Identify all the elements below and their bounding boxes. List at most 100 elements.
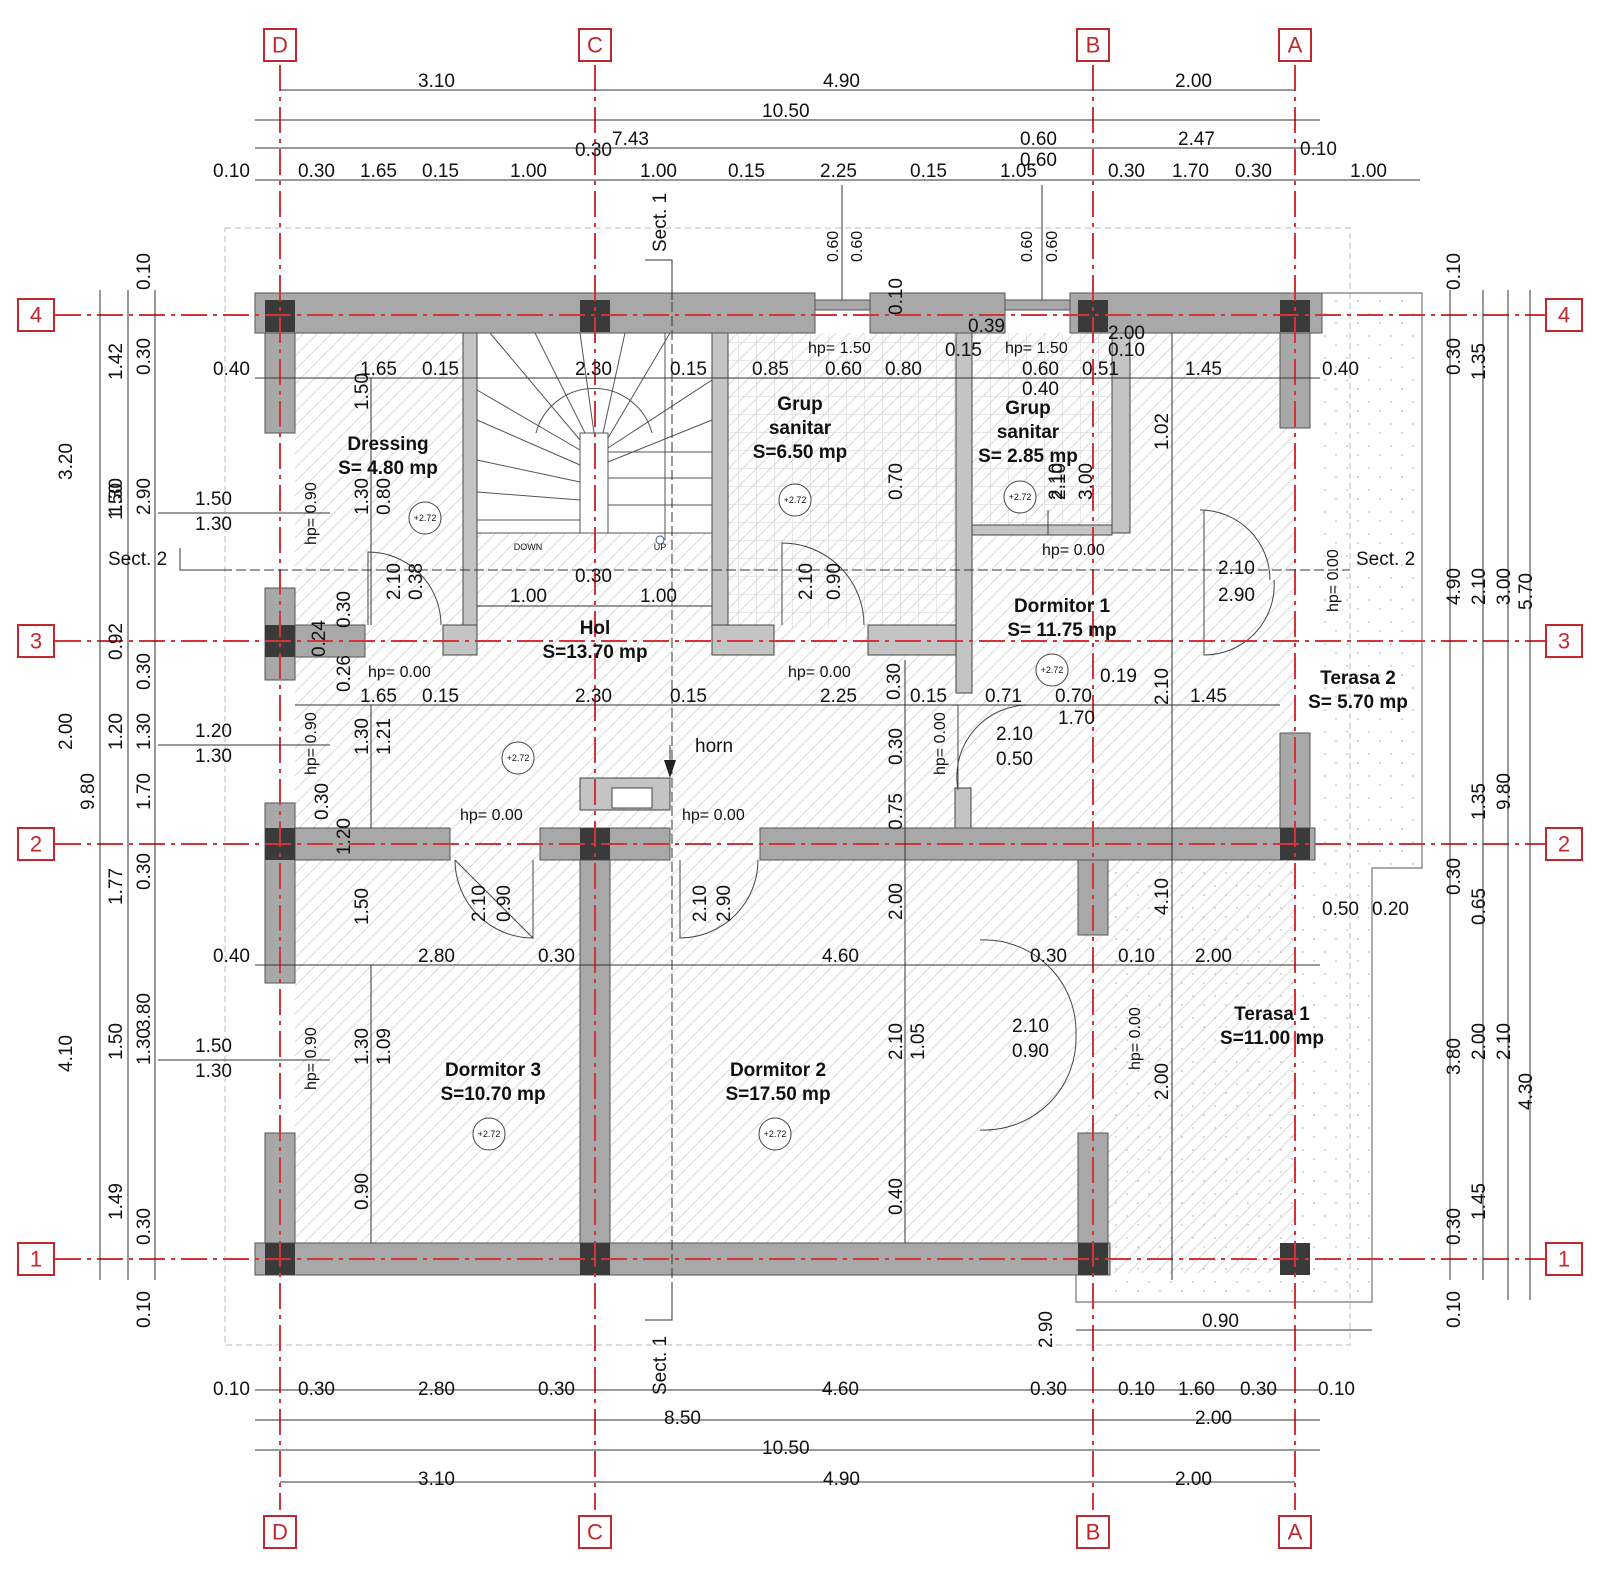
svg-text:10.50: 10.50 <box>762 1438 810 1459</box>
svg-text:hp= 0.00: hp= 0.00 <box>1127 1007 1144 1070</box>
axis-A-bottom[interactable]: A <box>1278 1515 1312 1549</box>
svg-text:2.30: 2.30 <box>575 686 612 707</box>
svg-text:hp= 0.00: hp= 0.00 <box>460 807 523 824</box>
svg-text:hp= 1.50: hp= 1.50 <box>1005 340 1068 357</box>
axis-B-bottom[interactable]: B <box>1076 1515 1110 1549</box>
svg-text:4.30: 4.30 <box>1516 1073 1537 1110</box>
svg-text:0.10: 0.10 <box>1444 253 1465 290</box>
svg-text:2.30: 2.30 <box>575 359 612 380</box>
svg-text:1.30: 1.30 <box>195 514 232 535</box>
svg-text:1.21: 1.21 <box>374 718 395 755</box>
svg-text:3.00: 3.00 <box>1076 463 1097 500</box>
svg-text:9.80: 9.80 <box>78 773 99 810</box>
svg-text:1.65: 1.65 <box>360 686 397 707</box>
axis-2-left[interactable]: 2 <box>17 827 55 861</box>
svg-text:0.10: 0.10 <box>213 1379 250 1400</box>
svg-text:1.30: 1.30 <box>134 713 155 750</box>
svg-text:0.15: 0.15 <box>670 359 707 380</box>
axis-3-right[interactable]: 3 <box>1545 624 1583 658</box>
svg-text:1.70: 1.70 <box>1172 161 1209 182</box>
svg-text:Terasa 1: Terasa 1 <box>1234 1004 1310 1025</box>
svg-text:0.15: 0.15 <box>910 161 947 182</box>
svg-text:0.38: 0.38 <box>406 563 427 600</box>
svg-text:0.10: 0.10 <box>1318 1379 1355 1400</box>
room-dormitor2-area: S=17.50 mp <box>725 1084 830 1105</box>
svg-text:0.26: 0.26 <box>334 655 355 692</box>
svg-text:3.10: 3.10 <box>418 1469 455 1490</box>
axis-1-left[interactable]: 1 <box>17 1242 55 1276</box>
svg-text:0.50: 0.50 <box>1322 899 1359 920</box>
svg-text:7.43: 7.43 <box>612 129 649 150</box>
svg-text:2.10: 2.10 <box>690 885 711 922</box>
axis-B-top[interactable]: B <box>1076 28 1110 62</box>
svg-text:1.30: 1.30 <box>352 1028 373 1065</box>
svg-text:4: 4 <box>1558 303 1570 328</box>
svg-text:0.30: 0.30 <box>134 653 155 690</box>
svg-text:0.10: 0.10 <box>134 253 155 290</box>
svg-text:8.50: 8.50 <box>664 1408 701 1429</box>
svg-text:2.00: 2.00 <box>1195 1408 1232 1429</box>
svg-text:1.65: 1.65 <box>360 359 397 380</box>
svg-text:0.60: 0.60 <box>825 231 842 262</box>
svg-text:2.00: 2.00 <box>1175 1469 1212 1490</box>
svg-text:1.30: 1.30 <box>195 746 232 767</box>
axis-3-left[interactable]: 3 <box>17 624 55 658</box>
svg-text:+2.72: +2.72 <box>414 513 437 523</box>
svg-text:0.60: 0.60 <box>825 359 862 380</box>
svg-text:hp= 0.90: hp= 0.90 <box>303 1027 320 1090</box>
parapet-height-labels: hp= 1.50 hp= 1.50 hp= 0.90 hp= 0.90 hp= … <box>303 340 1342 1090</box>
svg-text:1.05: 1.05 <box>908 1023 929 1060</box>
svg-text:0.39: 0.39 <box>968 316 1005 337</box>
svg-text:1.50: 1.50 <box>352 888 373 925</box>
left-dimensions: 3.20 9.80 2.00 4.10 1.42 1.50 0.92 1.20 … <box>56 253 330 1328</box>
axis-D-bottom[interactable]: D <box>263 1515 297 1549</box>
svg-text:0.30: 0.30 <box>575 566 612 587</box>
svg-text:0.40: 0.40 <box>213 946 250 967</box>
axis-C-bottom[interactable]: C <box>578 1515 612 1549</box>
svg-text:0.30: 0.30 <box>334 591 355 628</box>
svg-text:2.10: 2.10 <box>796 563 817 600</box>
svg-text:4: 4 <box>30 303 42 328</box>
doors <box>367 509 1275 1131</box>
svg-text:4.60: 4.60 <box>822 946 859 967</box>
room-gs2-area: S= 2.85 mp <box>978 446 1078 467</box>
room-dormitor3-area: S=10.70 mp <box>440 1084 545 1105</box>
axis-4-right[interactable]: 4 <box>1545 298 1583 332</box>
svg-text:1.70: 1.70 <box>134 773 155 810</box>
axis-1-right[interactable]: 1 <box>1545 1242 1583 1276</box>
svg-text:0.60: 0.60 <box>849 231 866 262</box>
svg-text:A: A <box>1288 1520 1303 1545</box>
svg-text:0.75: 0.75 <box>886 793 907 830</box>
svg-text:0.10: 0.10 <box>213 161 250 182</box>
horn-label: horn <box>695 736 733 757</box>
svg-text:0.30: 0.30 <box>538 1379 575 1400</box>
svg-text:0.51: 0.51 <box>1082 359 1119 380</box>
svg-text:2.10: 2.10 <box>469 885 490 922</box>
axis-2-right[interactable]: 2 <box>1545 827 1583 861</box>
axis-A-top[interactable]: A <box>1278 28 1312 62</box>
svg-text:0.10: 0.10 <box>1444 1291 1465 1328</box>
svg-text:hp= 0.00: hp= 0.00 <box>932 712 949 775</box>
svg-text:hp= 0.00: hp= 0.00 <box>1325 549 1342 612</box>
svg-text:0.15: 0.15 <box>422 686 459 707</box>
svg-text:1.77: 1.77 <box>106 868 127 905</box>
svg-text:1.30: 1.30 <box>195 1061 232 1082</box>
svg-text:4.10: 4.10 <box>56 1035 77 1072</box>
svg-text:0.40: 0.40 <box>1322 359 1359 380</box>
svg-text:0.10: 0.10 <box>134 1291 155 1328</box>
svg-text:1.50: 1.50 <box>106 1023 127 1060</box>
axis-4-left[interactable]: 4 <box>17 298 55 332</box>
axis-D-top[interactable]: D <box>263 28 297 62</box>
svg-text:2.00: 2.00 <box>886 883 907 920</box>
svg-text:0.30: 0.30 <box>298 1379 335 1400</box>
axis-markers[interactable]: D C B A D C B A 4 3 2 1 4 3 2 1 <box>17 28 1583 1549</box>
svg-text:4.10: 4.10 <box>1152 878 1173 915</box>
svg-text:0.90: 0.90 <box>494 885 515 922</box>
svg-text:hp= 0.00: hp= 0.00 <box>1042 542 1105 559</box>
axis-C-top[interactable]: C <box>578 28 612 62</box>
svg-text:0.90: 0.90 <box>824 563 845 600</box>
svg-text:Grup: Grup <box>1005 398 1050 419</box>
svg-text:0.30: 0.30 <box>134 1208 155 1245</box>
svg-text:0.30: 0.30 <box>1108 161 1145 182</box>
